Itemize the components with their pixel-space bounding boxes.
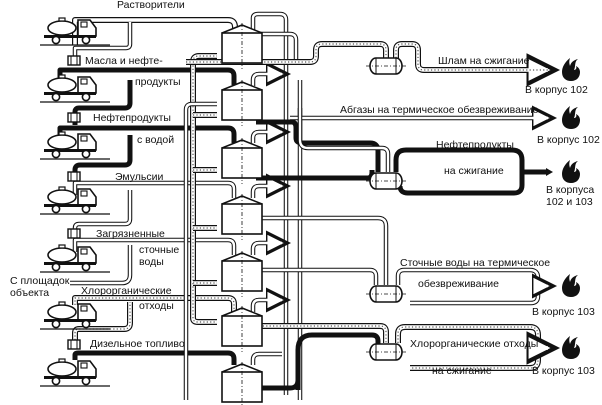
label-wastewater-dest: В корпус 103 — [532, 306, 595, 318]
label-contaminated-1: Загрязненные — [96, 228, 165, 240]
storage-tank-icon — [221, 361, 263, 405]
tanker-truck-icon — [39, 358, 111, 387]
separator-vessel-icon — [365, 343, 407, 361]
label-petro-dest-1: В корпуса — [546, 184, 594, 196]
label-exhaust-dest: В корпус 102 — [537, 134, 600, 146]
label-sludge: Шлам на сжигание — [438, 55, 530, 67]
label-site-1: С площадок — [10, 275, 70, 287]
incineration-flame-icon — [562, 106, 580, 129]
label-chloro-dest: В корпус 103 — [532, 365, 595, 377]
label-exhaust: Абгазы на термическое обезвреживание — [340, 104, 539, 116]
storage-tank-icon — [221, 137, 263, 185]
label-petroleum: Нефтепродукты — [93, 112, 171, 124]
separator-vessel-icon — [365, 57, 407, 75]
storage-tank-icon — [221, 79, 263, 127]
pipe-oils — [57, 67, 237, 125]
storage-tank-icon — [221, 305, 263, 353]
tanker-truck-icon — [39, 131, 111, 160]
incineration-flame-icon — [562, 274, 580, 297]
tanker-truck-icon — [39, 74, 111, 103]
label-contaminated-3: воды — [139, 256, 164, 268]
incineration-flame-icon — [562, 160, 580, 183]
pipe-chloro-burn — [256, 323, 548, 391]
pump-icon — [67, 339, 81, 350]
label-sludge-dest: В корпус 102 — [525, 84, 588, 96]
label-chloro-burn-1: Хлорорганические отходы — [410, 338, 538, 350]
label-contaminated-2: сточные — [139, 244, 179, 256]
label-petro-burn-1: Нефтепродукты — [436, 139, 514, 151]
label-oils-1: Масла и нефте- — [85, 55, 163, 67]
separator-vessel-icon — [365, 285, 407, 303]
label-wastewater-1: Сточные воды на термическое — [400, 257, 550, 269]
pump-icon — [67, 55, 81, 66]
storage-tank-icon — [221, 193, 263, 241]
separator-vessel-icon — [365, 172, 407, 190]
label-site-2: объекта — [10, 287, 49, 299]
storage-tank-icon — [221, 250, 263, 298]
label-solvents: Растворители — [117, 0, 185, 11]
pump-icon — [67, 171, 81, 182]
label-chloro-1: Хлорорганические — [81, 285, 172, 297]
pipe-diesel — [72, 350, 237, 365]
storage-tank-icon — [221, 22, 263, 70]
label-chloro-2: отходы — [139, 300, 174, 312]
pump-icon — [67, 112, 81, 123]
label-water-mix: с водой — [137, 134, 174, 146]
pipe-chloroorganic — [72, 295, 237, 340]
label-petro-dest-2: 102 и 103 — [546, 196, 593, 208]
incineration-flame-icon — [562, 58, 580, 81]
pipe-sludge — [186, 41, 548, 70]
pipe-solvents — [72, 17, 238, 58]
pipe-contaminated-water — [70, 237, 237, 286]
pump-icon — [67, 228, 81, 239]
label-chloro-burn-2: на сжигание — [432, 365, 492, 377]
label-diesel: Дизельное топливо — [90, 338, 185, 350]
tanker-truck-icon — [39, 301, 111, 330]
label-oils-2: продукты — [135, 76, 181, 88]
pipe-wastewater — [256, 215, 548, 306]
pipe-emulsions — [72, 180, 237, 235]
label-emulsions: Эмульсии — [115, 171, 163, 183]
label-petro-burn-2: на сжигание — [444, 165, 504, 177]
label-wastewater-2: обезвреживание — [418, 278, 499, 290]
pipe-petroleum-water — [57, 125, 237, 180]
incineration-flame-icon — [562, 336, 580, 359]
